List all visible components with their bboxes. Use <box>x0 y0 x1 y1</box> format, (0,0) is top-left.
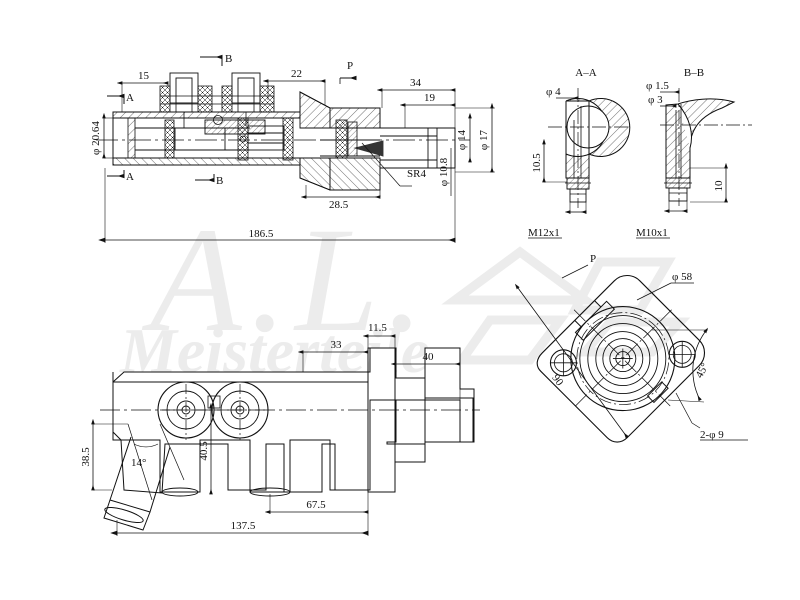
stem-bb <box>675 104 682 178</box>
view-section-bb: B–B φ 1.5 φ 3 <box>636 67 752 239</box>
body-section-hatch <box>112 91 381 191</box>
dim-label-15: 15 <box>138 70 150 82</box>
view-section-aa: A–A φ 4 10.5 <box>528 67 631 239</box>
dim-67-5: 67.5 <box>264 492 369 514</box>
leader-sr4: SR4 <box>361 142 426 187</box>
dim-label-10: 10 <box>713 180 725 192</box>
dim-dia-17: φ 17 <box>455 102 495 173</box>
dim-label-285: 28.5 <box>329 199 349 211</box>
dim-dia-4-aa: φ 4 <box>546 86 579 100</box>
leader-dia-58: φ 58 <box>636 271 694 301</box>
section-mark-a-bottom: A <box>107 170 134 183</box>
dim-label-675: 67.5 <box>306 499 326 511</box>
push-rod <box>320 127 456 169</box>
threaded-boss-bb <box>664 177 692 202</box>
section-letter-a-bottom: A <box>126 171 134 183</box>
dim-label-dia108: φ 10.8 <box>438 157 450 186</box>
section-mark-b-bottom: B <box>195 174 223 187</box>
dim-label-dia15: φ 1.5 <box>646 80 669 92</box>
dim-label-40: 40 <box>423 351 435 363</box>
dim-11-5: 11.5 <box>362 322 396 350</box>
view-main-section: φ 20.64 15 A A B <box>90 53 495 243</box>
dim-label-bore: φ 20.64 <box>90 121 102 155</box>
dim-label-19: 19 <box>424 92 436 104</box>
dim-40: 40 <box>390 351 461 400</box>
reservoir-port-towers <box>159 72 275 128</box>
leader-holes-2-dia-9: 2-φ 9 <box>675 392 748 441</box>
piston-seal-assembly <box>164 117 358 161</box>
label-sr4: SR4 <box>407 168 426 180</box>
dim-33: 33 <box>297 339 369 372</box>
dim-19: 19 <box>399 92 456 128</box>
view-bottom: 11.5 33 40 38.5 14° <box>80 322 480 536</box>
port-label-p-main: P <box>347 60 353 72</box>
inlet-stub-angled <box>103 436 171 531</box>
section-bb-title: B–B <box>684 67 704 79</box>
dim-label-dia14: φ 14 <box>456 129 468 150</box>
dim-137-5: 137.5 <box>110 514 369 536</box>
port-marker-p-main: P <box>339 60 357 84</box>
dim-dia-1-5-bb: φ 1.5 <box>646 80 680 94</box>
dim-dia-3-bb: φ 3 <box>648 94 677 108</box>
stem-aa <box>573 106 582 178</box>
dim-40-5: 40.5 <box>198 402 213 495</box>
thread-label-m10: M10x1 <box>636 227 668 239</box>
thread-label-m12: M12x1 <box>528 227 560 239</box>
dim-label-dia17: φ 17 <box>478 129 490 150</box>
dim-38-5: 38.5 <box>80 418 128 491</box>
angle-label-14: 14° <box>131 457 146 469</box>
section-letter-a-top: A <box>126 92 134 104</box>
dim-28-5: 28.5 <box>300 185 381 211</box>
dim-dia-10-8: φ 10.8 <box>438 148 452 196</box>
dim-10-5-aa: 10.5 <box>531 138 567 183</box>
dim-label-33: 33 <box>331 339 343 351</box>
dim-label-115: 11.5 <box>368 322 387 334</box>
section-aa-title: A–A <box>575 67 596 79</box>
dim-22: 22 <box>262 68 326 105</box>
dim-label-22: 22 <box>291 68 302 80</box>
dim-bore-diameter: φ 20.64 <box>90 112 116 159</box>
dim-label-1375: 137.5 <box>231 520 256 532</box>
dim-label-385: 38.5 <box>80 447 92 467</box>
dim-thread-bb: M10x1 <box>636 201 688 239</box>
dim-angle-14: 14° <box>127 423 185 501</box>
dim-label-1865: 186.5 <box>249 228 274 240</box>
dim-label-dia4: φ 4 <box>546 86 561 98</box>
view-flange-end: P φ 58 90 45° 2-φ 9 <box>514 253 748 443</box>
dim-label-34: 34 <box>410 77 422 89</box>
section-letter-b-top: B <box>225 53 232 65</box>
dim-label-405: 40.5 <box>198 441 210 461</box>
dim-label-2dia9: 2-φ 9 <box>700 429 724 441</box>
section-mark-a-top: A <box>107 92 134 104</box>
section-letter-b-bottom: B <box>216 175 223 187</box>
port-marker-p-flange: P <box>561 253 596 279</box>
dim-label-105: 10.5 <box>531 153 543 173</box>
dim-34: 34 <box>376 77 456 128</box>
dim-label-dia58: φ 58 <box>672 271 693 283</box>
dim-overall-length: 186.5 <box>98 168 456 243</box>
section-mark-b-top: B <box>200 53 232 66</box>
dim-label-dia3: φ 3 <box>648 94 663 106</box>
dim-thread-aa: M12x1 <box>528 202 587 239</box>
dim-dia-14: φ 14 <box>456 112 472 163</box>
dim-10-bb: 10 <box>690 162 728 203</box>
port-label-p-flange: P <box>590 253 596 265</box>
